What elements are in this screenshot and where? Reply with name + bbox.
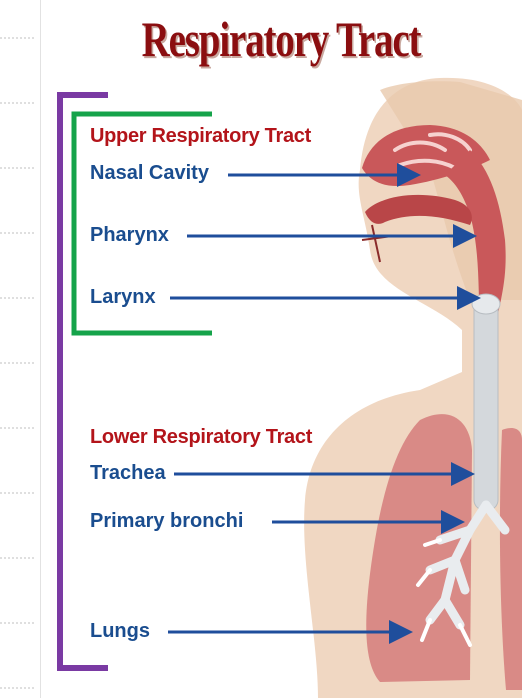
diagram-title: Respiratory Tract: [93, 10, 469, 68]
label-larynx: Larynx: [90, 286, 156, 309]
label-trachea: Trachea: [90, 462, 166, 485]
lower-tract-heading: Lower Respiratory Tract: [90, 426, 312, 449]
label-nasal-cavity: Nasal Cavity: [90, 162, 209, 185]
label-pharynx: Pharynx: [90, 224, 169, 247]
label-primary-bronchi: Primary bronchi: [90, 510, 243, 533]
upper-tract-heading: Upper Respiratory Tract: [90, 125, 311, 148]
label-lungs: Lungs: [90, 620, 150, 643]
